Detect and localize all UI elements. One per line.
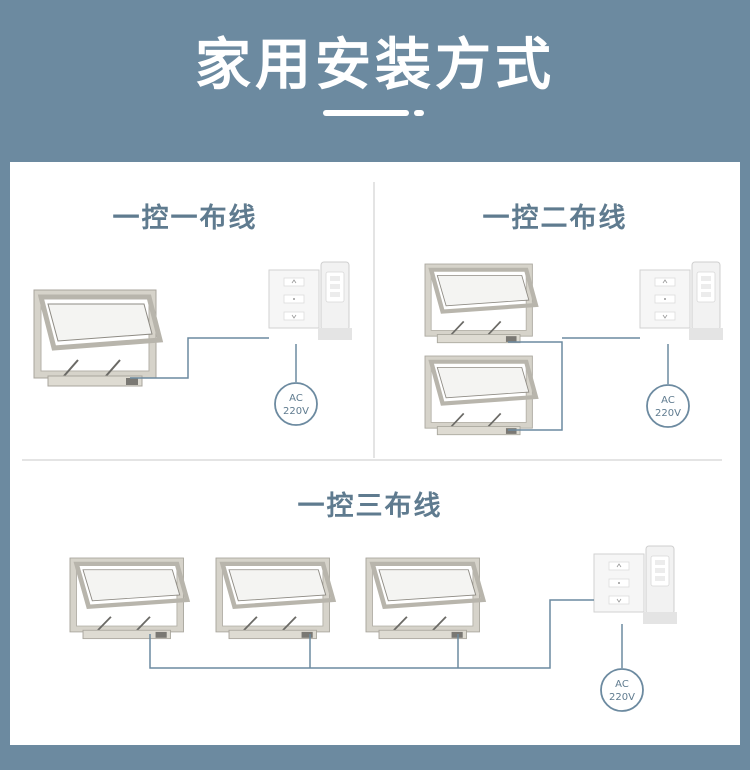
section-title-two: 一控二布线 [482,203,628,234]
section-title-one: 一控一布线 [112,203,258,234]
window-1a [34,290,160,386]
power-badge-3: AC 220V [600,668,644,712]
switch-remote-2 [639,261,724,341]
window-3a [70,558,187,639]
title-underline [323,110,409,116]
power-badge-1-line2: 220V [283,406,309,417]
header: 家用安装方式 [0,0,750,160]
power-badge-1-line1: AC [289,393,303,404]
window-3c [366,558,483,639]
power-badge-2-line1: AC [661,395,675,406]
switch-remote-1 [268,261,353,341]
window-2a [425,264,536,343]
power-badge-3-line2: 220V [609,692,635,703]
section-title-three: 一控三布线 [297,491,443,522]
wire-1 [130,337,269,379]
wire-3-bus [149,599,594,669]
diagram-panel [10,162,740,745]
window-3b [216,558,333,639]
title-underline-dot [414,110,424,116]
power-badge-3-line1: AC [615,679,629,690]
switch-remote-3 [593,545,678,625]
power-badge-1: AC 220V [274,382,318,426]
bottom-strip [0,745,750,770]
power-badge-2: AC 220V [646,384,690,428]
power-badge-2-line2: 220V [655,408,681,419]
page-title: 家用安装方式 [195,33,555,98]
wire-2-windows [508,341,563,431]
window-2b [425,356,536,435]
